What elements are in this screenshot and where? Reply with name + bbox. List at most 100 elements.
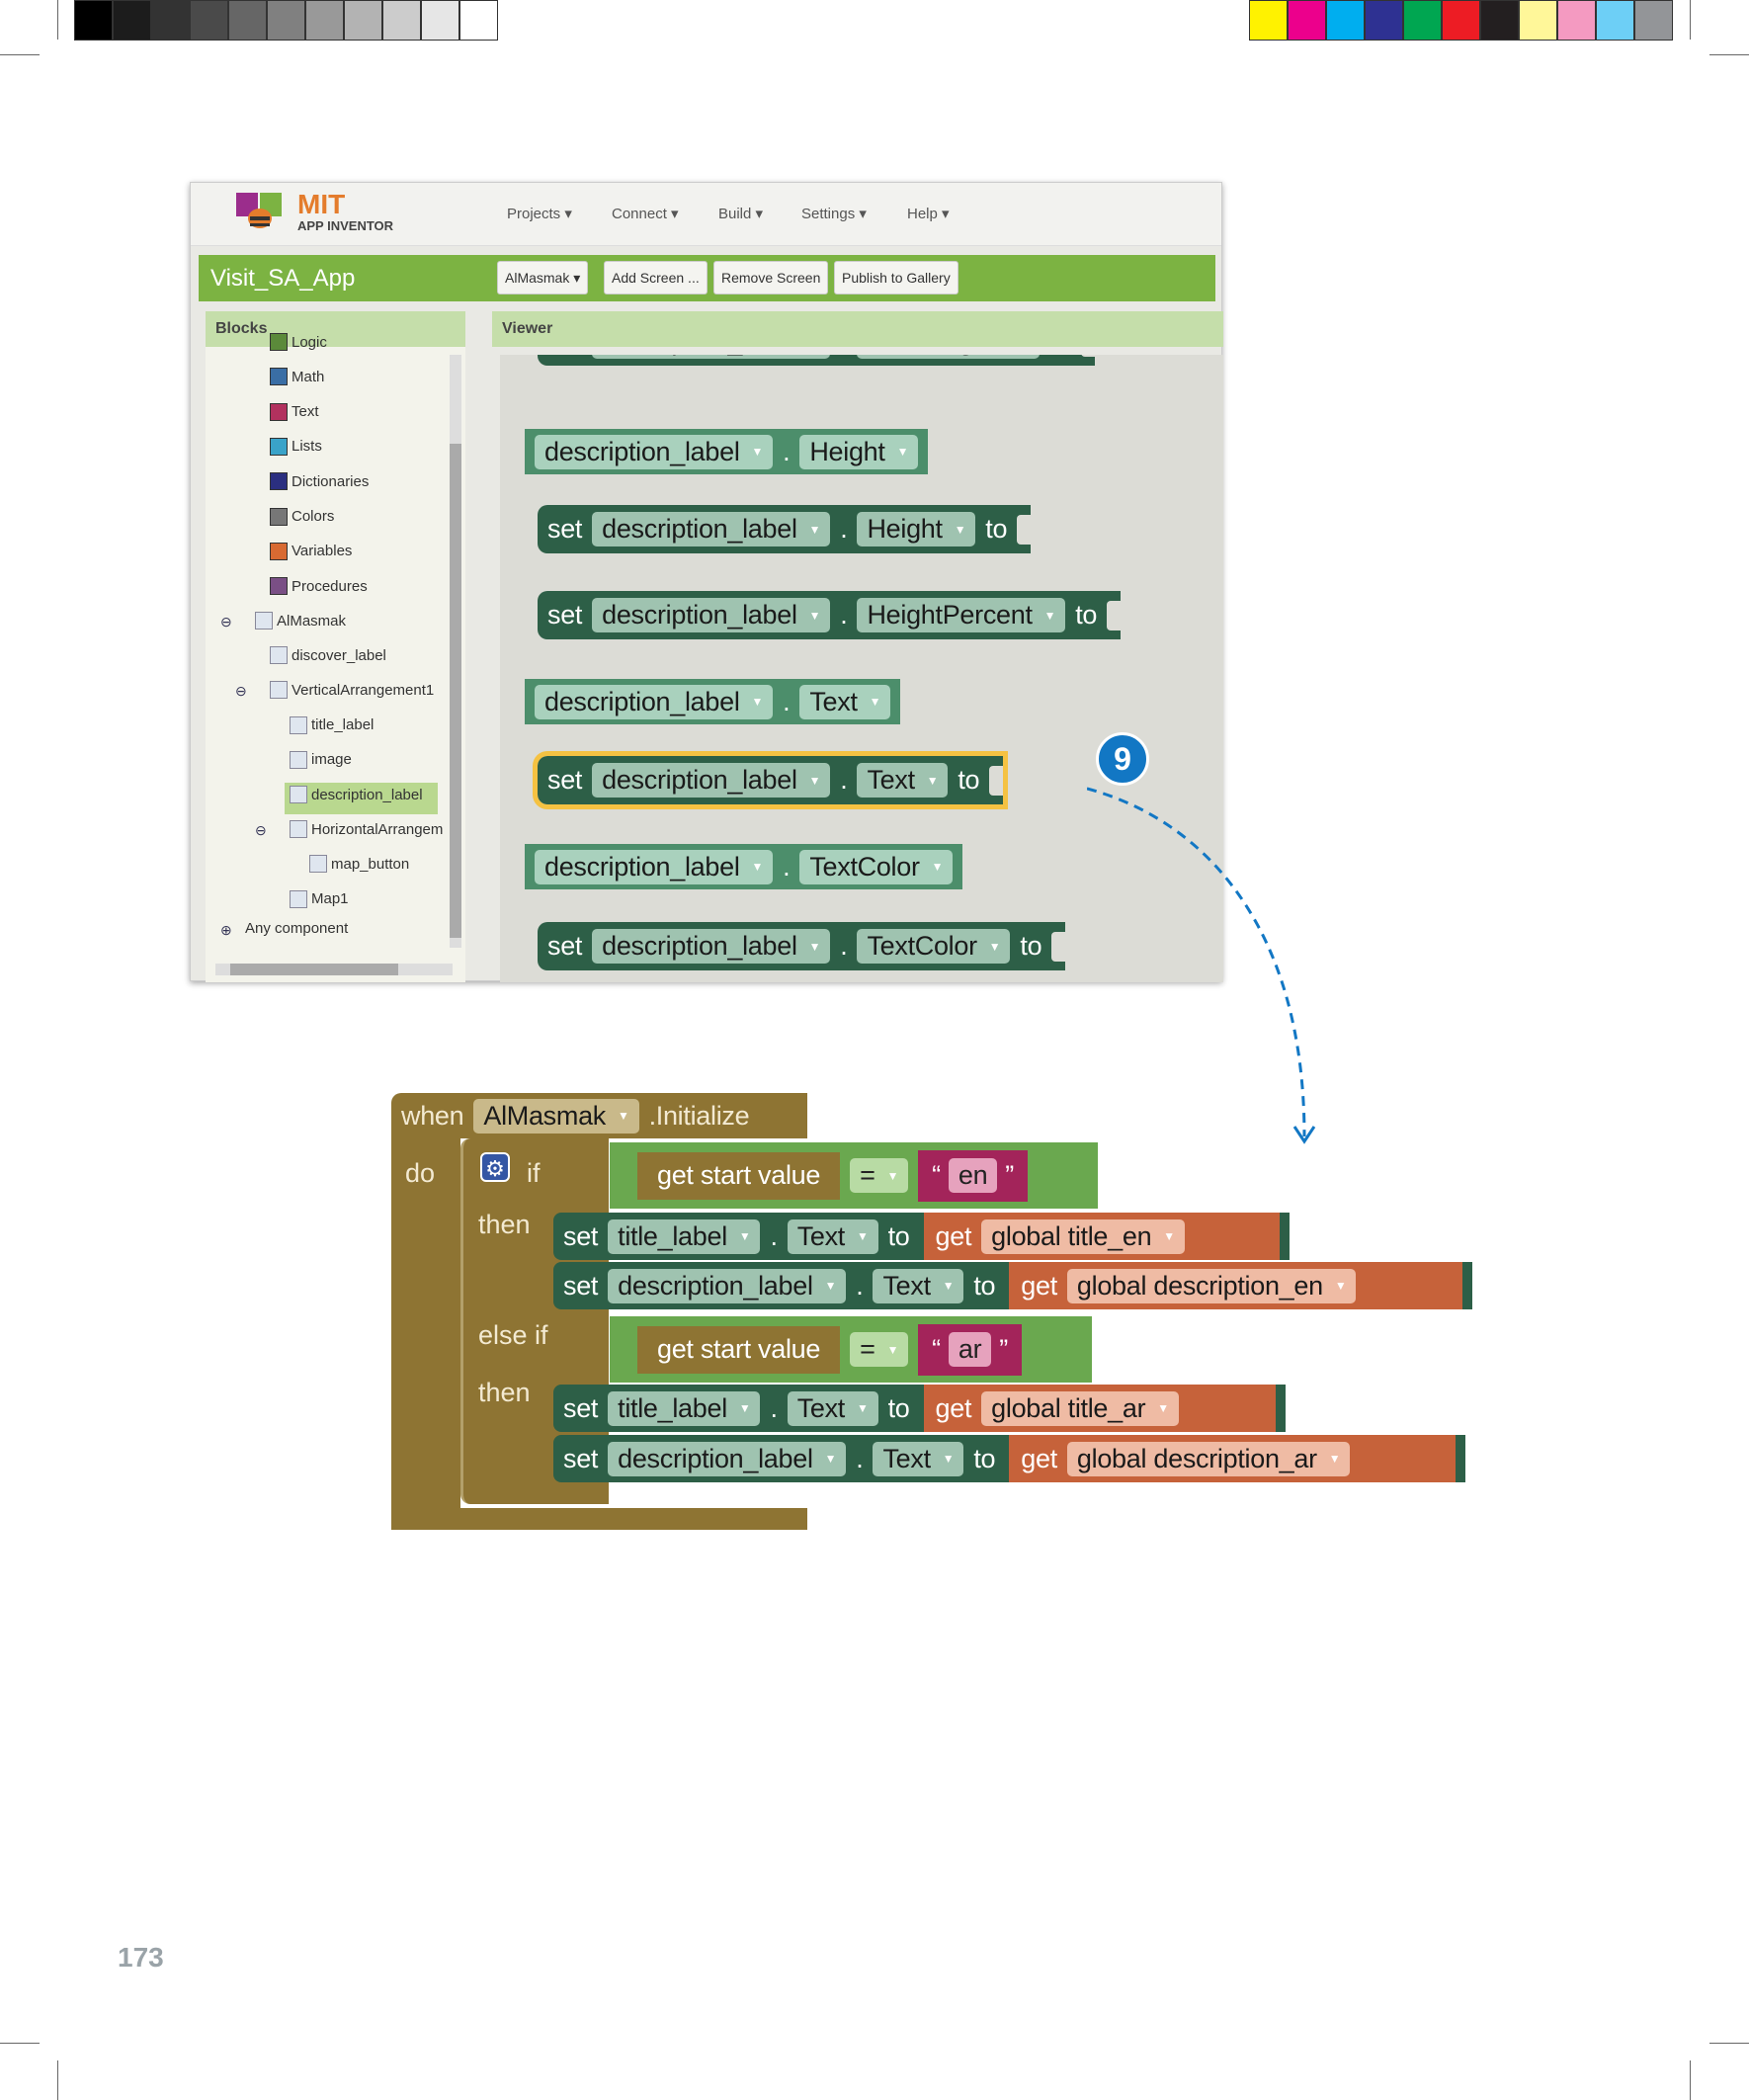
component-dropdown[interactable]: title_label▼ bbox=[608, 1390, 761, 1426]
property-dropdown[interactable]: TextColor▼ bbox=[799, 849, 954, 884]
dropdown-arrow-icon[interactable]: ▼ bbox=[857, 1229, 869, 1243]
builtin-drawer-math[interactable]: Math bbox=[270, 368, 324, 386]
property-dropdown[interactable]: Text▼ bbox=[787, 1218, 878, 1254]
component-dropdown[interactable]: title_label▼ bbox=[608, 1218, 761, 1254]
operator-dropdown[interactable]: =▼ bbox=[850, 1332, 909, 1367]
get-start-value-block[interactable]: get start value bbox=[637, 1151, 841, 1200]
dropdown-arrow-icon[interactable]: ▼ bbox=[1334, 1279, 1347, 1293]
property-dropdown[interactable]: Text▼ bbox=[873, 1268, 964, 1303]
string-value[interactable]: en bbox=[948, 1158, 998, 1193]
dropdown-arrow-icon[interactable]: ▼ bbox=[869, 695, 881, 709]
component-image[interactable]: image bbox=[290, 750, 352, 769]
getter-block-height[interactable]: description_label▼.Height▼ bbox=[525, 429, 929, 474]
component-dropdown[interactable]: description_label▼ bbox=[592, 355, 831, 359]
component-description_label[interactable]: description_label bbox=[290, 786, 423, 803]
dropdown-arrow-icon[interactable]: ▼ bbox=[886, 1168, 899, 1183]
condition-compare-block[interactable]: get start value=▼“ar” bbox=[610, 1316, 1092, 1383]
dropdown-arrow-icon[interactable]: ▼ bbox=[926, 773, 939, 788]
variable-dropdown[interactable]: global description_ar▼ bbox=[1066, 1441, 1351, 1476]
component-dropdown[interactable]: description_label▼ bbox=[592, 512, 831, 546]
dropdown-arrow-icon[interactable]: ▼ bbox=[738, 1229, 751, 1243]
menu-settings[interactable]: Settings ▾ bbox=[801, 206, 867, 222]
property-dropdown[interactable]: Text▼ bbox=[787, 1390, 878, 1426]
scrollbar-vertical[interactable] bbox=[450, 355, 461, 948]
expand-toggle-icon[interactable]: ⊕ bbox=[220, 922, 232, 938]
component-verticalarrangement1[interactable]: VerticalArrangement1 bbox=[270, 681, 434, 700]
property-dropdown[interactable]: Text▼ bbox=[857, 763, 949, 798]
screen-select-button[interactable]: AlMasmak ▾ bbox=[497, 261, 589, 294]
text-string-block[interactable]: “en” bbox=[918, 1149, 1028, 1202]
component-discover_label[interactable]: discover_label bbox=[270, 646, 386, 665]
dropdown-arrow-icon[interactable]: ▼ bbox=[942, 1279, 955, 1293]
component-dropdown[interactable]: description_label▼ bbox=[535, 684, 774, 719]
variable-dropdown[interactable]: global title_en▼ bbox=[981, 1218, 1185, 1254]
property-dropdown[interactable]: HeightPercent▼ bbox=[857, 598, 1066, 632]
event-component-dropdown[interactable]: AlMasmak▼ bbox=[473, 1098, 639, 1134]
mutator-gear-icon[interactable]: ⚙ bbox=[480, 1152, 510, 1182]
builtin-drawer-lists[interactable]: Lists bbox=[270, 437, 322, 456]
dropdown-arrow-icon[interactable]: ▼ bbox=[931, 860, 944, 874]
getter-block-text[interactable]: description_label▼.Text▼ bbox=[525, 679, 901, 724]
collapse-toggle-icon[interactable]: ⊖ bbox=[255, 822, 267, 839]
component-title_label[interactable]: title_label bbox=[290, 715, 374, 734]
dropdown-arrow-icon[interactable]: ▼ bbox=[738, 1401, 751, 1415]
component-map1[interactable]: Map1 bbox=[290, 889, 349, 908]
dropdown-arrow-icon[interactable]: ▼ bbox=[1157, 1401, 1169, 1415]
menu-help[interactable]: Help ▾ bbox=[907, 206, 950, 222]
dropdown-arrow-icon[interactable]: ▼ bbox=[617, 1109, 629, 1123]
dropdown-arrow-icon[interactable]: ▼ bbox=[1163, 1229, 1175, 1243]
scrollbar-horizontal[interactable] bbox=[215, 964, 453, 975]
menu-projects[interactable]: Projects ▾ bbox=[507, 206, 572, 222]
dropdown-arrow-icon[interactable]: ▼ bbox=[1043, 608, 1056, 623]
dropdown-arrow-icon[interactable]: ▼ bbox=[988, 939, 1001, 954]
property-dropdown[interactable]: Height▼ bbox=[799, 434, 919, 469]
component-dropdown[interactable]: description_label▼ bbox=[535, 434, 774, 469]
dropdown-arrow-icon[interactable]: ▼ bbox=[886, 1342, 899, 1357]
dropdown-arrow-icon[interactable]: ▼ bbox=[824, 1452, 837, 1466]
collapse-toggle-icon[interactable]: ⊖ bbox=[220, 614, 232, 630]
component-almasmak[interactable]: AlMasmak bbox=[255, 612, 346, 630]
dropdown-arrow-icon[interactable]: ▼ bbox=[824, 1279, 837, 1293]
remove-screen-button[interactable]: Remove Screen bbox=[713, 261, 829, 294]
variable-dropdown[interactable]: global description_en▼ bbox=[1066, 1268, 1357, 1303]
menu-connect[interactable]: Connect ▾ bbox=[612, 206, 679, 222]
text-string-block[interactable]: “ar” bbox=[918, 1323, 1022, 1376]
dropdown-arrow-icon[interactable]: ▼ bbox=[896, 445, 909, 459]
builtin-drawer-logic[interactable]: Logic bbox=[270, 333, 327, 351]
builtin-drawer-dictionaries[interactable]: Dictionaries bbox=[270, 472, 369, 491]
publish-gallery-button[interactable]: Publish to Gallery bbox=[834, 261, 958, 294]
component-dropdown[interactable]: description_label▼ bbox=[535, 849, 774, 884]
add-screen-button[interactable]: Add Screen ... bbox=[604, 261, 708, 294]
dropdown-arrow-icon[interactable]: ▼ bbox=[808, 939, 821, 954]
builtin-drawer-colors[interactable]: Colors bbox=[270, 507, 334, 526]
dropdown-arrow-icon[interactable]: ▼ bbox=[808, 522, 821, 537]
component-dropdown[interactable]: description_label▼ bbox=[608, 1441, 847, 1476]
builtin-drawer-procedures[interactable]: Procedures bbox=[270, 577, 368, 596]
any-component-drawer[interactable]: Any component bbox=[245, 920, 349, 937]
dropdown-arrow-icon[interactable]: ▼ bbox=[808, 608, 821, 623]
component-horizontalarrangem[interactable]: HorizontalArrangem bbox=[290, 820, 443, 839]
dropdown-arrow-icon[interactable]: ▼ bbox=[751, 860, 764, 874]
operator-dropdown[interactable]: =▼ bbox=[850, 1158, 909, 1193]
dropdown-arrow-icon[interactable]: ▼ bbox=[751, 695, 764, 709]
component-dropdown[interactable]: description_label▼ bbox=[592, 598, 831, 632]
menu-build[interactable]: Build ▾ bbox=[718, 206, 764, 222]
blocks-viewer[interactable]: setdescription_label▼.HasMargins▼todescr… bbox=[500, 355, 1223, 982]
component-dropdown[interactable]: description_label▼ bbox=[608, 1268, 847, 1303]
dropdown-arrow-icon[interactable]: ▼ bbox=[942, 1452, 955, 1466]
dropdown-arrow-icon[interactable]: ▼ bbox=[751, 445, 764, 459]
dropdown-arrow-icon[interactable]: ▼ bbox=[1328, 1452, 1341, 1466]
builtin-drawer-text[interactable]: Text bbox=[270, 402, 319, 421]
getter-block-textcolor[interactable]: description_label▼.TextColor▼ bbox=[525, 844, 963, 889]
